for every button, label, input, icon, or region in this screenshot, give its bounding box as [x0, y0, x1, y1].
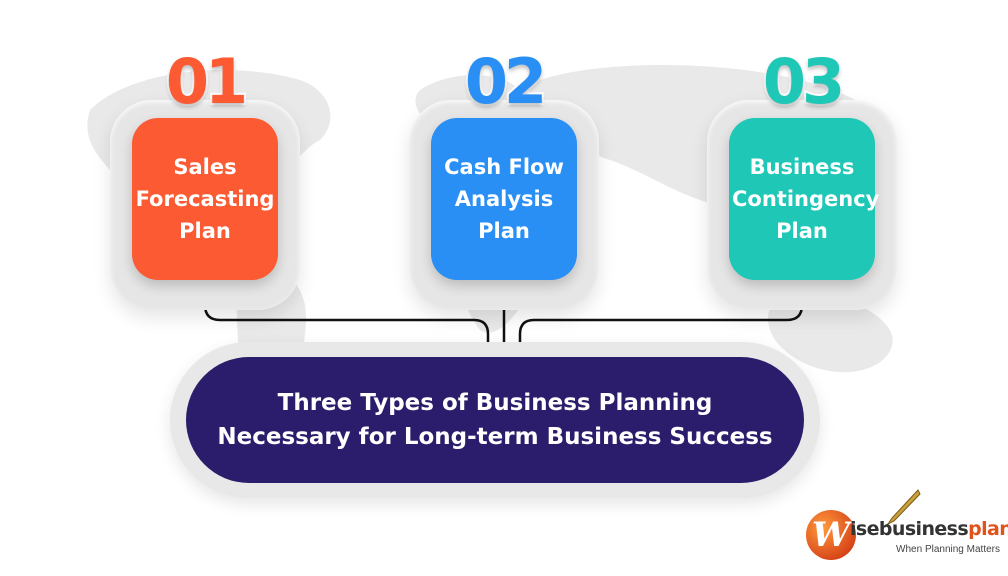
card-3-box: Business Contingency Plan: [729, 118, 880, 280]
summary-banner-inner: Three Types of Business Planning Necessa…: [186, 357, 804, 483]
card-3-number: 03: [761, 43, 847, 120]
brand-logo: W isebusinessplans® When Planning Matter…: [806, 488, 1008, 570]
card-1-number: 01: [164, 43, 250, 120]
card-1-box: Sales Forecasting Plan: [132, 118, 278, 280]
logo-name-part2: business: [878, 518, 969, 540]
card-2: 02 Cash Flow Analysis Plan: [409, 43, 599, 310]
card-1: 01 Sales Forecasting Plan: [110, 43, 300, 310]
fountain-pen-icon: [884, 489, 921, 528]
card-2-number: 02: [463, 43, 549, 120]
card-3: 03 Business Contingency Plan: [707, 43, 897, 310]
card-2-box: Cash Flow Analysis Plan: [431, 118, 577, 280]
card-3-label: Business Contingency Plan: [732, 155, 880, 243]
logo-mark: W: [806, 510, 856, 560]
logo-tagline: When Planning Matters: [896, 544, 1000, 555]
summary-banner: Three Types of Business Planning Necessa…: [170, 342, 820, 498]
summary-banner-text: Three Types of Business Planning Necessa…: [217, 390, 773, 450]
card-2-label: Cash Flow Analysis Plan: [444, 155, 564, 243]
logo-name: isebusinessplans®: [850, 518, 1008, 540]
card-1-label: Sales Forecasting Plan: [135, 155, 275, 243]
logo-name-part3: plans: [968, 518, 1008, 540]
logo-name-part1: ise: [850, 518, 880, 540]
